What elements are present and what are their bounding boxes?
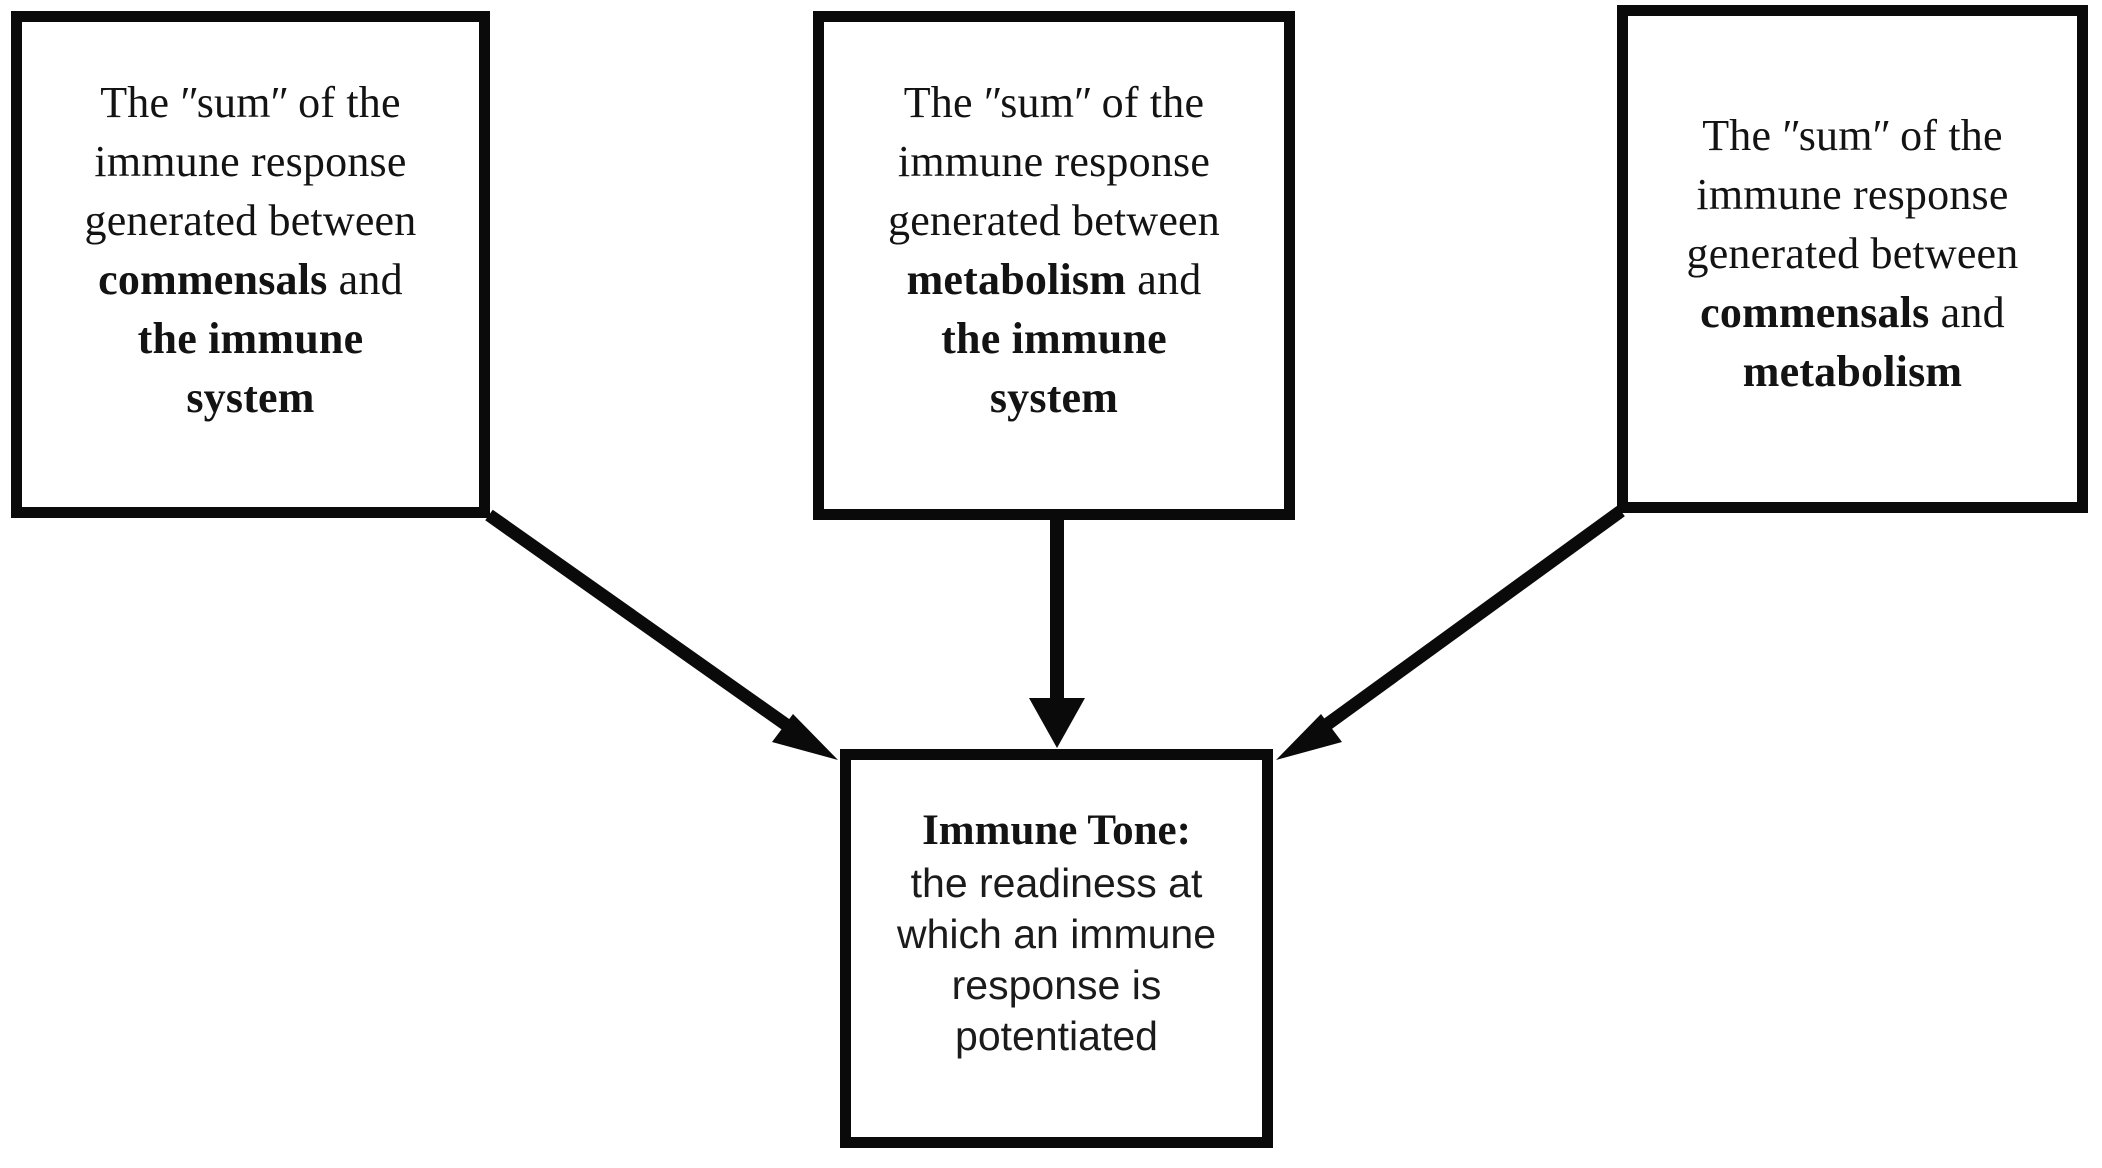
node-right-line4-plain: and bbox=[1929, 288, 2005, 337]
node-right-line1: The ʺsumʺ of the bbox=[1702, 111, 2003, 160]
immune-tone-body-line2: which an immune bbox=[896, 911, 1217, 957]
node-metabolism-immune-system[interactable]: The ʺsumʺ of the immune response generat… bbox=[813, 11, 1295, 520]
node-left-line5-bold: the immune bbox=[137, 314, 364, 363]
node-middle-line3: generated between bbox=[888, 196, 1220, 245]
node-left-line4-plain: and bbox=[327, 255, 403, 304]
node-middle-line1: The ʺsumʺ of the bbox=[903, 78, 1205, 127]
node-middle-line6-bold: system bbox=[989, 373, 1119, 422]
arrow-right-to-bottom bbox=[1276, 505, 1625, 760]
node-left-line1: The ʺsumʺ of the bbox=[100, 78, 401, 127]
node-middle-text: The ʺsumʺ of the immune response generat… bbox=[824, 22, 1284, 427]
immune-tone-body-line4: potentiated bbox=[955, 1013, 1158, 1059]
node-middle-line5-bold: the immune bbox=[941, 314, 1167, 363]
node-commensals-metabolism[interactable]: The ʺsumʺ of the immune response generat… bbox=[1617, 5, 2088, 513]
node-immune-tone[interactable]: Immune Tone: the readiness at which an i… bbox=[840, 749, 1273, 1148]
node-right-line5-bold: metabolism bbox=[1742, 347, 1963, 396]
node-commensals-immune-system[interactable]: The ʺsumʺ of the immune response generat… bbox=[11, 11, 490, 518]
node-right-line4-bold: commensals bbox=[1700, 288, 1930, 337]
node-left-line4-bold: commensals bbox=[98, 255, 328, 304]
node-right-text: The ʺsumʺ of the immune response generat… bbox=[1628, 16, 2077, 401]
node-left-line2: immune response bbox=[94, 137, 407, 186]
node-left-line3: generated between bbox=[84, 196, 417, 245]
node-right-line2: immune response bbox=[1696, 170, 2009, 219]
node-middle-line2: immune response bbox=[897, 137, 1211, 186]
arrow-left-to-bottom bbox=[485, 509, 838, 760]
node-middle-line4-bold: metabolism bbox=[906, 255, 1127, 304]
immune-tone-body: the readiness at which an immune respons… bbox=[851, 856, 1262, 1062]
immune-tone-body-line3: response is bbox=[951, 962, 1162, 1008]
node-right-line3: generated between bbox=[1686, 229, 2019, 278]
immune-tone-body-line1: the readiness at bbox=[910, 860, 1203, 906]
node-left-line6-bold: system bbox=[186, 373, 315, 422]
node-middle-line4-plain: and bbox=[1126, 255, 1202, 304]
node-left-text: The ʺsumʺ of the immune response generat… bbox=[22, 22, 479, 427]
arrow-middle-to-bottom bbox=[1029, 518, 1085, 748]
immune-tone-title: Immune Tone: bbox=[922, 807, 1191, 854]
